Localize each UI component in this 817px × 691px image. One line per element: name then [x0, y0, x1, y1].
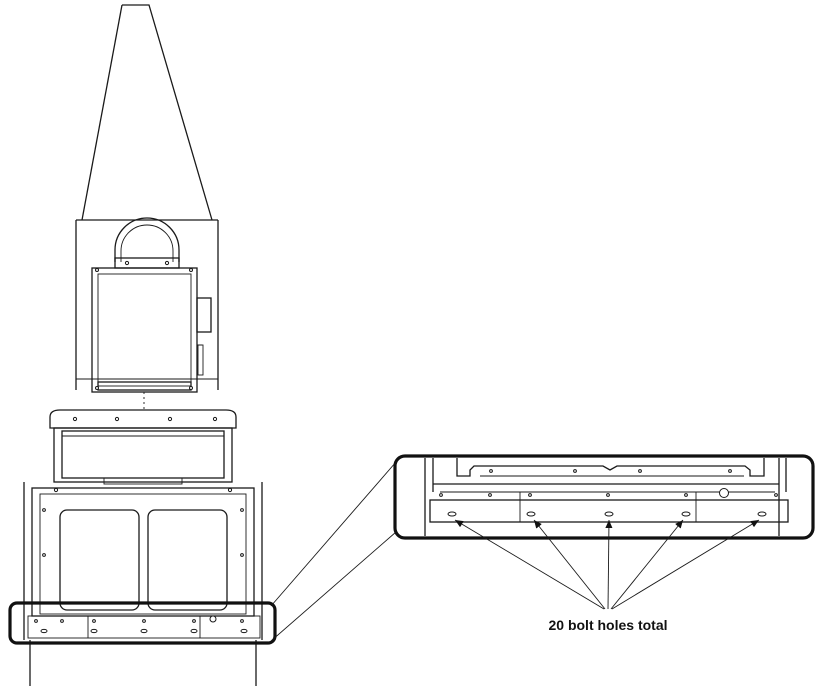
- transition-section: [49, 409, 237, 485]
- bolt-holes-callout-label: 20 bolt holes total: [548, 617, 667, 633]
- base-rail: [27, 615, 261, 686]
- callout-arrows: [454, 519, 760, 610]
- zoom-connector-lines: [270, 461, 397, 642]
- arched-vent: [114, 217, 180, 269]
- detail-highlight-box: [8, 601, 277, 645]
- damper-box: [91, 267, 212, 393]
- firebox: [23, 482, 263, 640]
- chimney-cone: [75, 4, 219, 390]
